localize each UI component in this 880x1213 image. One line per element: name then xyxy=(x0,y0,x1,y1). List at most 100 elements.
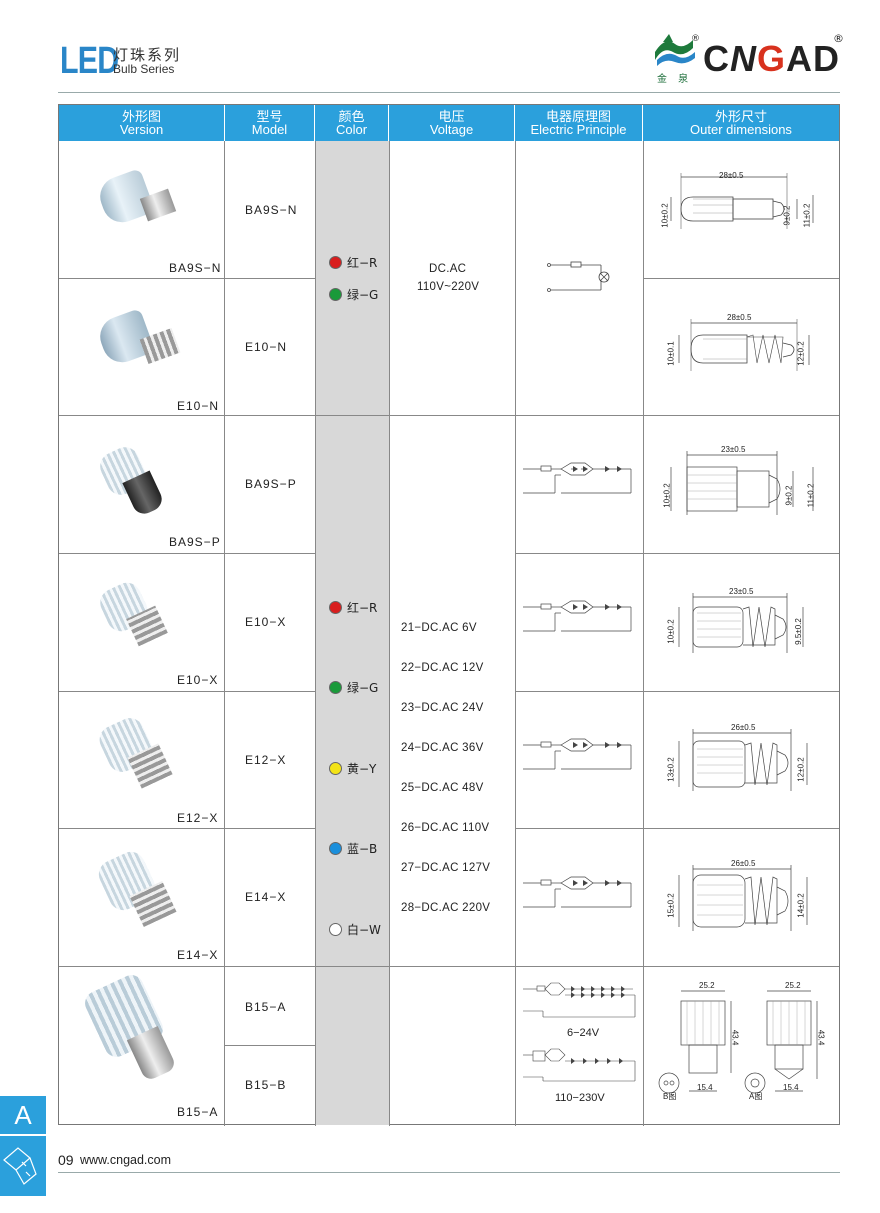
dim-length: 26±0.5 xyxy=(731,723,756,732)
dimension-drawing-ba9s-p xyxy=(670,451,814,515)
version-label: E12−X xyxy=(177,811,219,825)
dim-d1: 10±0.2 xyxy=(660,203,670,228)
model-label: BA9S−N xyxy=(245,203,298,217)
dim-d1: 13±0.2 xyxy=(666,757,676,782)
website-link[interactable]: www.cngad.com xyxy=(80,1153,172,1167)
lamp-circuit-diagram xyxy=(547,261,610,292)
row-divider xyxy=(225,1045,315,1046)
row-divider xyxy=(643,278,839,279)
led-chain-circuit xyxy=(523,1048,636,1082)
led-bridge-circuit xyxy=(523,876,632,908)
color-dot-green xyxy=(329,681,342,694)
row-divider xyxy=(59,828,315,829)
bulb-e10-x-image xyxy=(95,578,183,657)
bulb-e10-n-image xyxy=(94,308,181,371)
dim-d3: 11±0.2 xyxy=(802,203,812,228)
color-dot-white xyxy=(329,923,342,936)
row-divider xyxy=(59,278,315,279)
version-label: E10−X xyxy=(177,673,219,687)
version-label: E10−N xyxy=(177,399,220,413)
circuit-voltage-low: 6−24V xyxy=(567,1027,600,1039)
wave-logo-icon xyxy=(655,34,695,66)
dim-d2: 12±0.2 xyxy=(796,757,806,782)
dim-d2: 12±0.2 xyxy=(796,341,806,366)
logo-registered-small: ® xyxy=(691,34,700,44)
color-dot-red xyxy=(329,601,342,614)
led-bridge-circuit xyxy=(523,600,632,632)
color-bg-group1 xyxy=(316,141,389,415)
dimension-drawing-b15 xyxy=(658,990,818,1094)
model-label: E10−N xyxy=(245,340,288,354)
version-label: BA9S−P xyxy=(169,535,221,549)
version-label: B15−A xyxy=(177,1105,219,1119)
color-label: 白−W xyxy=(347,923,381,937)
version-label: E14−X xyxy=(177,948,219,962)
row-divider xyxy=(515,691,839,692)
dimension-drawing-e10-x xyxy=(678,593,804,653)
voltage-option: 28−DC.AC 220V xyxy=(401,902,491,914)
logo-wordmark: CNGAD xyxy=(703,38,841,79)
led-bridge-circuit xyxy=(523,462,632,494)
color-label: 绿−G xyxy=(347,288,379,302)
dim-length: 28±0.5 xyxy=(727,313,752,322)
voltage-option: 24−DC.AC 36V xyxy=(401,742,484,754)
dim-height: 43.4 xyxy=(730,1029,740,1046)
model-label: B15−B xyxy=(245,1078,287,1092)
color-label: 红−R xyxy=(347,256,378,270)
dimension-drawing-e14-x xyxy=(678,865,808,931)
row-divider xyxy=(59,691,315,692)
dim-length: 23±0.5 xyxy=(721,445,746,454)
voltage-option: 22−DC.AC 12V xyxy=(401,662,484,674)
bulb-outline-icon xyxy=(3,1147,37,1185)
voltage-option: 23−DC.AC 24V xyxy=(401,702,484,714)
dimension-drawing-ba9s-n xyxy=(670,173,814,229)
color-dot-yellow xyxy=(329,762,342,775)
dim-d2: 14±0.2 xyxy=(796,893,806,918)
model-label: E10−X xyxy=(245,615,287,629)
series-title-cn: 灯珠系列 xyxy=(113,46,182,64)
bulb-ba9s-p-image xyxy=(95,442,179,519)
dim-width: 25.2 xyxy=(699,981,715,990)
series-title-en: Bulb Series xyxy=(113,62,175,76)
dim-base: 15.4 xyxy=(783,1083,799,1092)
voltage-option: 27−DC.AC 127V xyxy=(401,862,491,874)
led-title: LED xyxy=(60,40,119,82)
voltage-option: 21−DC.AC 6V xyxy=(401,622,477,634)
dim-d1: 10±0.2 xyxy=(666,619,676,644)
color-dot-red xyxy=(329,256,342,269)
section-tab-graphic xyxy=(0,1136,46,1196)
dim-height: 43.4 xyxy=(816,1029,826,1046)
bulb-e14-x-image xyxy=(94,847,187,937)
logo-subtitle: 金 泉 xyxy=(657,74,693,85)
dim-length: 26±0.5 xyxy=(731,859,756,868)
model-label: E14−X xyxy=(245,890,287,904)
divider xyxy=(389,141,390,1126)
divider xyxy=(515,141,516,1126)
dim-length: 23±0.5 xyxy=(729,587,754,596)
dimension-drawing-e10-n xyxy=(678,319,810,371)
dim-base: 15.4 xyxy=(697,1083,713,1092)
dim-d3: 11±0.2 xyxy=(806,483,816,508)
dim-d2: 9.5±0.2 xyxy=(793,618,803,645)
model-label: B15−A xyxy=(245,1000,287,1014)
dim-d1: 10±0.2 xyxy=(662,483,672,508)
circuit-voltage-high: 110−230V xyxy=(555,1092,605,1104)
color-label: 蓝−B xyxy=(347,842,378,856)
bulb-e12-x-image xyxy=(95,713,187,799)
figure-b-label: B图 xyxy=(663,1092,677,1101)
section-tab: A xyxy=(0,1096,46,1134)
bulb-ba9s-n-image xyxy=(94,168,179,231)
color-label: 绿−G xyxy=(347,681,379,695)
voltage-option: 25−DC.AC 48V xyxy=(401,782,484,794)
led-chain-circuit xyxy=(523,982,636,1018)
dim-d2: 9±0.2 xyxy=(784,485,794,506)
page-number: 09 xyxy=(58,1152,74,1168)
divider xyxy=(224,141,225,1126)
divider xyxy=(315,141,316,1126)
